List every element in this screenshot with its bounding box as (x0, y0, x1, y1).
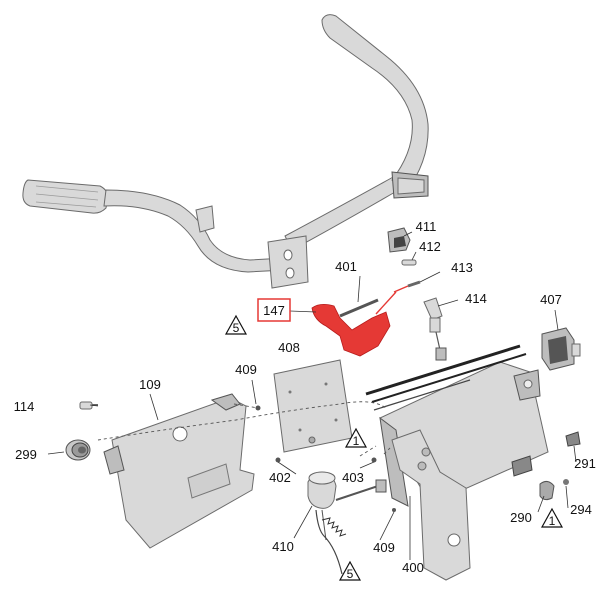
part-label-291: 291 (574, 456, 596, 471)
part-label-400: 400 (402, 560, 424, 575)
part-label-407: 407 (540, 292, 562, 307)
part-label-114: 114 (14, 399, 35, 414)
part-401-rod (339, 298, 379, 318)
leader-lines (47, 231, 577, 560)
part-label-147-box: 147 (257, 298, 291, 322)
part-412-pin (401, 259, 417, 266)
part-400-frame (365, 344, 549, 581)
handlebar-assembly (22, 14, 429, 289)
part-label-147: 147 (263, 303, 285, 318)
part-label-109: 109 (139, 377, 161, 392)
part-label-403: 403 (342, 470, 364, 485)
warning-triangle-icon: 1 (344, 427, 368, 448)
part-label-411: 411 (416, 219, 437, 234)
part-408-panel (273, 359, 353, 453)
part-label-409-lower: 409 (373, 540, 395, 555)
part-407-connector (541, 327, 581, 371)
warning-mark-5-upper: 5 (233, 321, 240, 335)
part-109-cover (103, 393, 255, 549)
part-label-290: 290 (510, 510, 532, 525)
part-147-lever (311, 291, 397, 357)
warning-triangle-icon: 5 (338, 560, 362, 581)
small-fasteners (255, 405, 581, 512)
part-label-413: 413 (451, 260, 473, 275)
part-411-knob (387, 227, 411, 253)
part-label-408: 408 (278, 340, 300, 355)
part-label-294: 294 (570, 502, 592, 517)
part-414-switch (423, 297, 447, 361)
part-label-299: 299 (15, 447, 37, 462)
warning-mark-1-right: 1 (549, 514, 556, 528)
part-label-401: 401 (335, 259, 357, 274)
part-label-402: 402 (269, 470, 291, 485)
part-410-spring (307, 471, 387, 575)
part-299-grommet (65, 439, 91, 461)
warning-mark-1-center: 1 (353, 434, 360, 448)
part-label-412: 412 (419, 239, 441, 254)
part-label-409-upper: 409 (235, 362, 257, 377)
part-label-410: 410 (272, 539, 294, 554)
part-label-414: 414 (465, 291, 487, 306)
warning-triangle-icon: 1 (540, 507, 564, 528)
warning-triangle-icon: 5 (224, 314, 248, 335)
part-413-cable (393, 280, 421, 293)
warning-mark-5-lower: 5 (347, 567, 354, 581)
